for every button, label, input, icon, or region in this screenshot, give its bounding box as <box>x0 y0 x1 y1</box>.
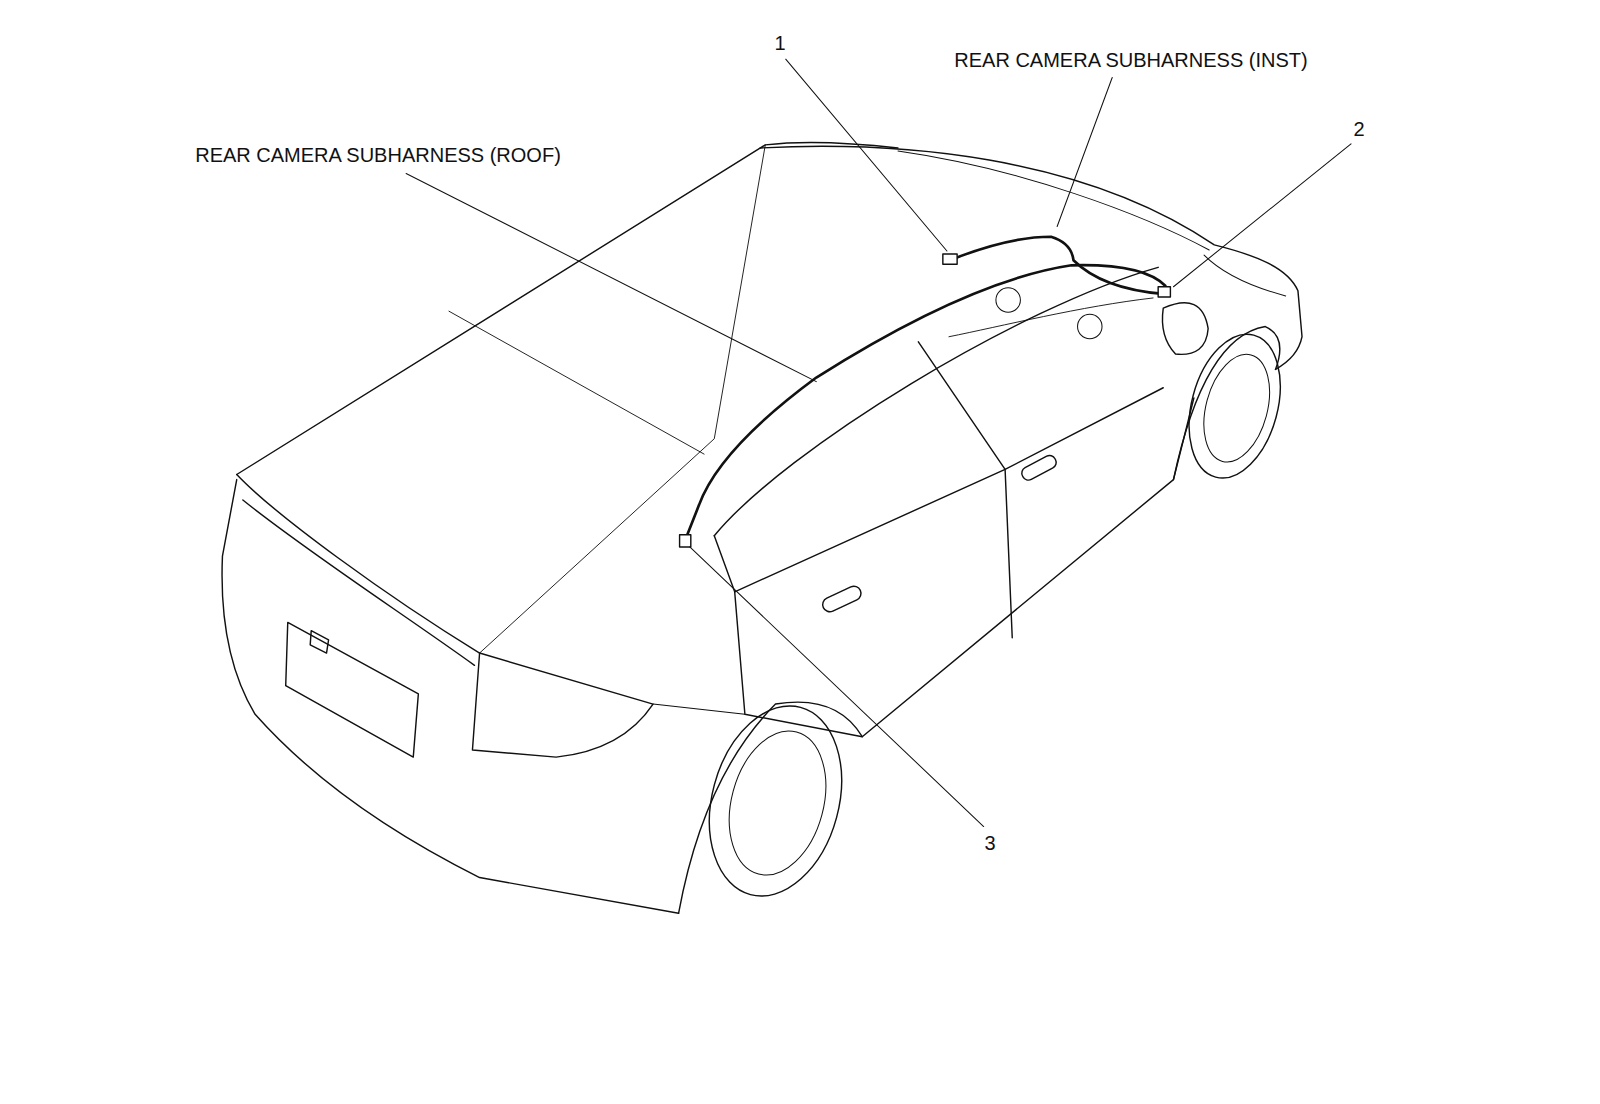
seat <box>996 288 1020 312</box>
door-mirror <box>1162 303 1208 355</box>
front-wheel-arch <box>1173 327 1279 480</box>
rear-pillar <box>480 145 766 653</box>
license-plate <box>286 622 419 757</box>
connector <box>680 535 691 547</box>
callout-number: 1 <box>774 32 785 54</box>
callout-number: 3 <box>984 832 995 854</box>
seat <box>1078 314 1102 338</box>
roof-harness <box>686 265 1166 539</box>
part-name: REAR CAMERA SUBHARNESS (INST) <box>954 49 1307 71</box>
roof-panel-line <box>449 311 704 454</box>
rear-wheel-arch <box>679 702 863 913</box>
door-line <box>918 342 1012 638</box>
part-name: REAR CAMERA SUBHARNESS (ROOF) <box>195 144 561 166</box>
front-rim <box>1193 347 1281 469</box>
spoiler-bottom <box>243 500 475 665</box>
door-handle <box>820 584 863 614</box>
leader-line <box>406 173 816 381</box>
quarter-line <box>653 704 745 714</box>
rear-wheel <box>689 691 861 911</box>
connector <box>1158 287 1170 297</box>
inst-harness <box>955 237 1163 294</box>
window-rear <box>714 536 734 592</box>
front-wheel <box>1174 324 1295 488</box>
spoiler-top <box>237 474 480 653</box>
emblem <box>310 631 328 653</box>
beltline <box>735 388 1164 592</box>
callout-number: 2 <box>1353 118 1364 140</box>
leader-line <box>690 547 984 827</box>
roof-edge <box>237 142 898 474</box>
windshield <box>898 151 1209 250</box>
hood-line <box>1204 255 1286 296</box>
leader-line <box>1173 144 1351 287</box>
dashboard <box>949 298 1153 337</box>
rear-rim <box>714 720 841 886</box>
side-body <box>735 398 1194 737</box>
window-top <box>714 267 1158 535</box>
tail-light <box>472 653 653 757</box>
leader-line <box>786 59 947 251</box>
rear-fascia <box>222 480 679 914</box>
door-handle <box>1020 453 1059 482</box>
roofline-front <box>760 146 1302 369</box>
connector <box>943 254 957 264</box>
leader-line <box>1057 78 1112 227</box>
